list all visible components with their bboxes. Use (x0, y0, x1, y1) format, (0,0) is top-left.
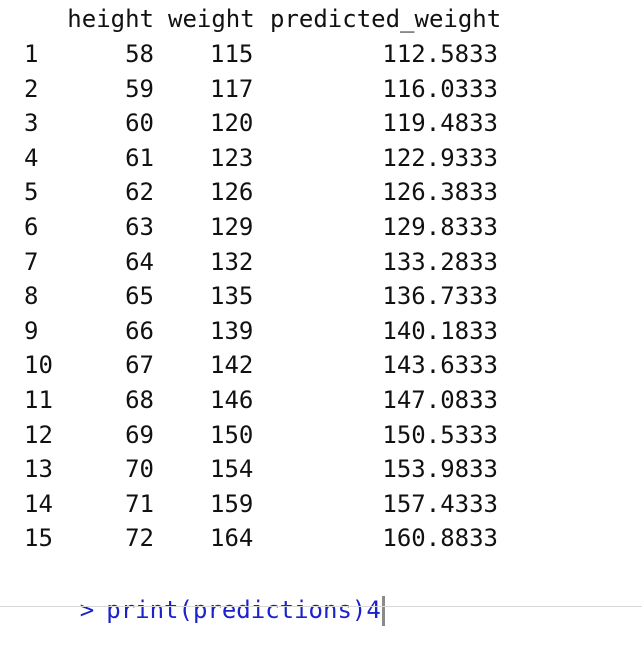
cell-weight: 164 (210, 524, 254, 553)
cell-height: 66 (125, 316, 154, 345)
row-index: 6 (24, 213, 39, 241)
cell-weight: 115 (210, 40, 254, 68)
column-header-weight: weight (168, 5, 255, 33)
cell-weight: 139 (210, 316, 254, 345)
column-header-height: height (67, 5, 154, 33)
cell-height: 71 (125, 489, 154, 518)
cell-height: 69 (125, 420, 154, 449)
cell-height: 62 (125, 178, 154, 207)
cell-weight: 142 (210, 351, 254, 380)
cell-height: 70 (125, 455, 154, 484)
cell-height: 59 (125, 74, 154, 103)
cell-weight: 135 (210, 282, 254, 311)
cell-weight: 159 (210, 489, 254, 518)
command-prompt-line[interactable]: > print(predictions)4 (22, 559, 385, 626)
row-index: 1 (24, 40, 39, 68)
row-index: 3 (24, 109, 39, 138)
row-index: 14 (24, 489, 53, 518)
cell-height: 61 (125, 143, 154, 172)
cell-weight: 126 (210, 178, 254, 207)
cell-weight: 129 (210, 213, 254, 241)
cell-predicted-weight: 126.3833 (382, 178, 498, 207)
row-index: 12 (24, 420, 53, 449)
cell-predicted-weight: 129.8333 (382, 213, 498, 241)
cell-predicted-weight: 143.6333 (382, 351, 498, 380)
cell-predicted-weight: 122.9333 (382, 143, 498, 172)
cell-weight: 120 (210, 109, 254, 138)
row-index: 15 (24, 524, 53, 553)
row-index: 13 (24, 455, 53, 484)
cell-height: 60 (125, 109, 154, 138)
cell-predicted-weight: 150.5333 (382, 420, 498, 449)
cell-predicted-weight: 136.7333 (382, 282, 498, 311)
cell-height: 65 (125, 282, 154, 311)
row-index: 8 (24, 282, 39, 311)
cell-predicted-weight: 160.8833 (382, 524, 498, 553)
table-header: height weight predicted_weight (0, 2, 501, 36)
row-index: 4 (24, 143, 39, 172)
cell-weight: 150 (210, 420, 254, 449)
prompt-symbol: > (79, 596, 95, 624)
cell-height: 63 (125, 213, 154, 241)
row-index: 10 (24, 351, 53, 380)
text-cursor (381, 596, 385, 626)
column-header-predicted-weight: predicted_weight (270, 5, 502, 33)
cell-predicted-weight: 112.5833 (382, 40, 498, 68)
cell-predicted-weight: 116.0333 (382, 74, 498, 103)
cell-weight: 132 (210, 247, 254, 276)
row-index: 11 (24, 386, 53, 414)
cell-predicted-weight: 153.9833 (382, 455, 498, 484)
console-bottom-divider (0, 606, 642, 607)
row-index: 5 (24, 178, 39, 207)
cell-height: 72 (125, 524, 154, 553)
row-index: 2 (24, 74, 39, 103)
cell-height: 64 (125, 247, 154, 276)
cell-weight: 117 (210, 74, 254, 103)
cell-weight: 146 (210, 386, 254, 414)
cell-predicted-weight: 147.0833 (382, 386, 498, 414)
cell-height: 67 (125, 351, 154, 380)
cell-predicted-weight: 119.4833 (382, 109, 498, 138)
cell-weight: 154 (210, 455, 254, 484)
row-index: 7 (24, 247, 39, 276)
cell-predicted-weight: 140.1833 (382, 316, 498, 345)
cell-height: 68 (125, 386, 154, 414)
cell-predicted-weight: 157.4333 (382, 489, 498, 518)
command-input[interactable]: print(predictions)4 (106, 596, 381, 624)
cell-height: 58 (125, 40, 154, 68)
row-index: 9 (24, 316, 39, 345)
cell-weight: 123 (210, 143, 254, 172)
cell-predicted-weight: 133.2833 (382, 247, 498, 276)
